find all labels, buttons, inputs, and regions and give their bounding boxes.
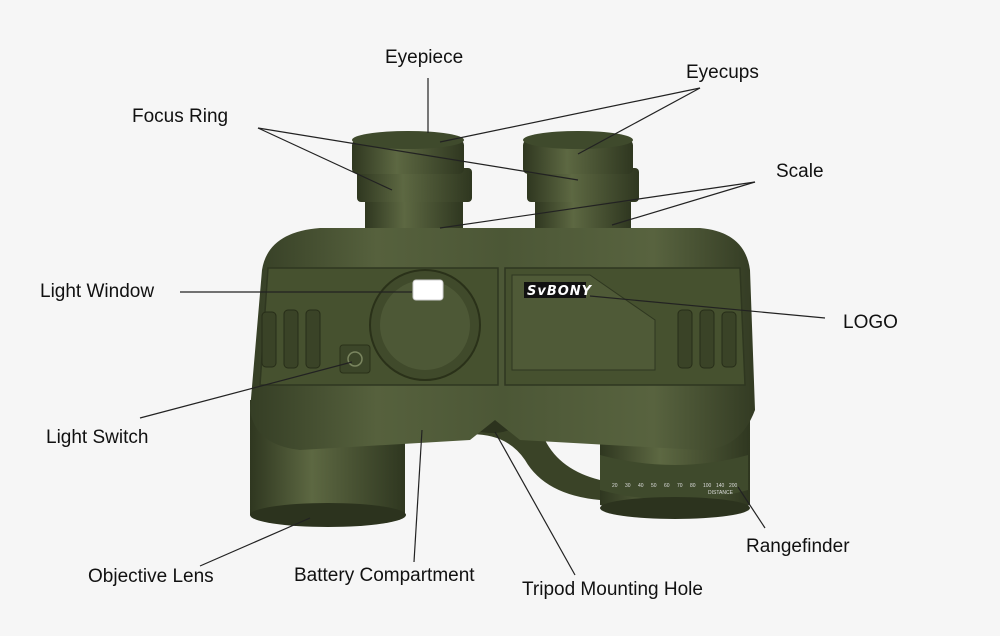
label-eyecups: Eyecups bbox=[686, 62, 759, 83]
label-battery-compartment: Battery Compartment bbox=[294, 565, 475, 586]
brand-logo: SvBONY bbox=[524, 282, 593, 299]
label-logo: LOGO bbox=[843, 312, 898, 333]
rangefinder-tick-label: 70 bbox=[677, 483, 683, 489]
light-switch-icon bbox=[339, 344, 371, 374]
svg-text:SvBONY: SvBONY bbox=[527, 284, 593, 299]
leader-lines bbox=[139, 78, 826, 576]
label-light-window: Light Window bbox=[40, 281, 155, 302]
rangefinder-caption: DISTANCE bbox=[708, 490, 734, 496]
rangefinder-tick-label: 140 bbox=[716, 483, 725, 489]
label-tripod-mounting-hole: Tripod Mounting Hole bbox=[522, 579, 703, 600]
label-light-switch: Light Switch bbox=[46, 427, 149, 448]
grip-ribs bbox=[261, 309, 737, 369]
rangefinder-tick-label: 20 bbox=[612, 483, 618, 489]
rangefinder-tick-label: 100 bbox=[703, 483, 712, 489]
rangefinder-tick-label: 40 bbox=[638, 483, 644, 489]
rangefinder-tick-label: 30 bbox=[625, 483, 631, 489]
label-scale: Scale bbox=[776, 161, 824, 182]
label-eyepiece: Eyepiece bbox=[385, 47, 464, 68]
label-objective-lens: Objective Lens bbox=[88, 566, 214, 587]
rangefinder-tick-label: 50 bbox=[651, 483, 657, 489]
rangefinder-tick-label: 200 bbox=[729, 483, 738, 489]
compass-housing bbox=[369, 269, 481, 381]
label-focus-ring: Focus Ring bbox=[132, 106, 229, 127]
eyepiece-right bbox=[523, 131, 639, 235]
tripod-mount-strap bbox=[455, 414, 600, 500]
rangefinder-tick-label: 60 bbox=[664, 483, 670, 489]
rangefinder-tick-label: 80 bbox=[690, 483, 696, 489]
label-rangefinder: Rangefinder bbox=[746, 536, 850, 557]
light-window bbox=[412, 279, 444, 301]
